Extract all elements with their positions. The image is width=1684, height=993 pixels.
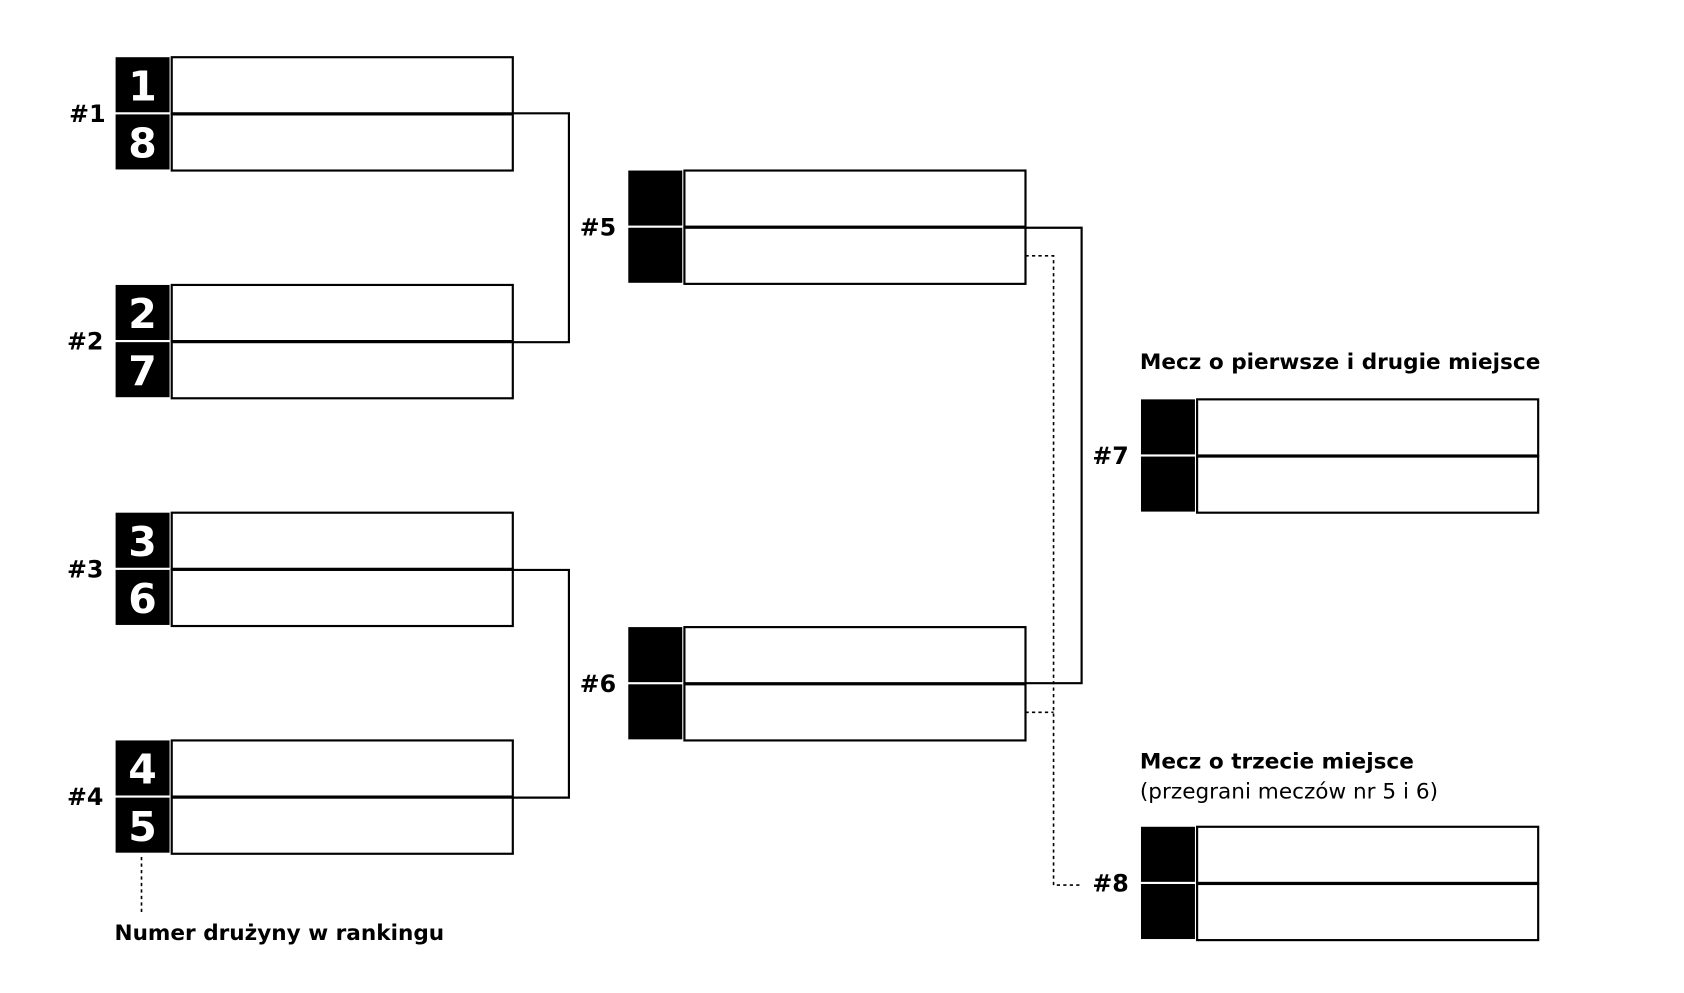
team-name-field[interactable]: [170, 341, 514, 400]
match-label: #1: [69, 100, 105, 128]
seed-box: [628, 227, 683, 283]
seed-legend: Numer drużyny w rankingu: [115, 921, 445, 946]
seed-number: 8: [128, 120, 157, 168]
team-name-field[interactable]: [1196, 882, 1540, 942]
team-name-field[interactable]: [170, 283, 514, 343]
seed-box: [115, 284, 170, 340]
team-name-field[interactable]: [170, 56, 514, 115]
seed-box: [1140, 399, 1195, 455]
seed-box: [115, 114, 170, 170]
match-label: #6: [580, 670, 616, 698]
match-1: #1 1 8: [69, 56, 514, 172]
team-name-field[interactable]: [170, 113, 514, 172]
connector-1-2: [512, 112, 571, 344]
team-name-field[interactable]: [170, 739, 514, 798]
seed-box: [1140, 883, 1195, 940]
third-place-title: Mecz o trzecie miejsce: [1140, 749, 1414, 774]
seed-number: 4: [128, 746, 157, 794]
match-8: #8: [1092, 825, 1540, 942]
seed-box: [628, 627, 683, 683]
seed-box: [115, 57, 170, 113]
match-label: #3: [67, 555, 103, 583]
team-name-field[interactable]: [683, 226, 1027, 285]
match-2: #2 2 7: [67, 283, 514, 400]
seed-box: [115, 342, 170, 398]
seed-number: 5: [128, 803, 157, 851]
losers-connector: [1025, 254, 1083, 886]
team-name-field[interactable]: [1196, 398, 1540, 457]
seed-box: [628, 170, 683, 226]
match-label: #4: [67, 783, 103, 811]
third-place-subtitle: (przegrani meczów nr 5 i 6): [1140, 780, 1438, 805]
match-5: #5: [580, 169, 1027, 285]
team-name-field[interactable]: [170, 511, 514, 570]
seed-number: 7: [128, 347, 157, 395]
match-7: #7: [1092, 398, 1540, 514]
team-name-field[interactable]: [1196, 455, 1540, 514]
seed-box: [628, 684, 683, 740]
seed-box: [115, 569, 170, 625]
seed-number: 1: [128, 62, 157, 110]
seed-box: [1140, 826, 1195, 882]
match-label: #5: [580, 213, 616, 241]
team-name-field[interactable]: [683, 169, 1027, 228]
team-name-field[interactable]: [683, 626, 1027, 685]
seed-box: [115, 512, 170, 568]
match-6: #6: [580, 626, 1027, 742]
match-label: #2: [67, 328, 103, 356]
match-label: #7: [1092, 442, 1128, 470]
seed-number: 6: [128, 575, 157, 623]
seed-number: 3: [128, 518, 157, 566]
team-name-field[interactable]: [170, 568, 514, 628]
seed-number: 2: [128, 290, 157, 338]
seed-box: [115, 797, 170, 853]
team-name-field[interactable]: [170, 796, 514, 855]
seed-box: [1140, 456, 1195, 512]
final-title: Mecz o pierwsze i drugie miejsce: [1140, 350, 1540, 375]
team-name-field[interactable]: [1196, 825, 1540, 884]
seed-box: [115, 740, 170, 796]
match-4: #4 4 5: [67, 739, 514, 855]
connector-3-4: [512, 568, 571, 799]
team-name-field[interactable]: [683, 683, 1027, 742]
match-label: #8: [1092, 870, 1128, 898]
match-3: #3 3 6: [67, 511, 514, 628]
